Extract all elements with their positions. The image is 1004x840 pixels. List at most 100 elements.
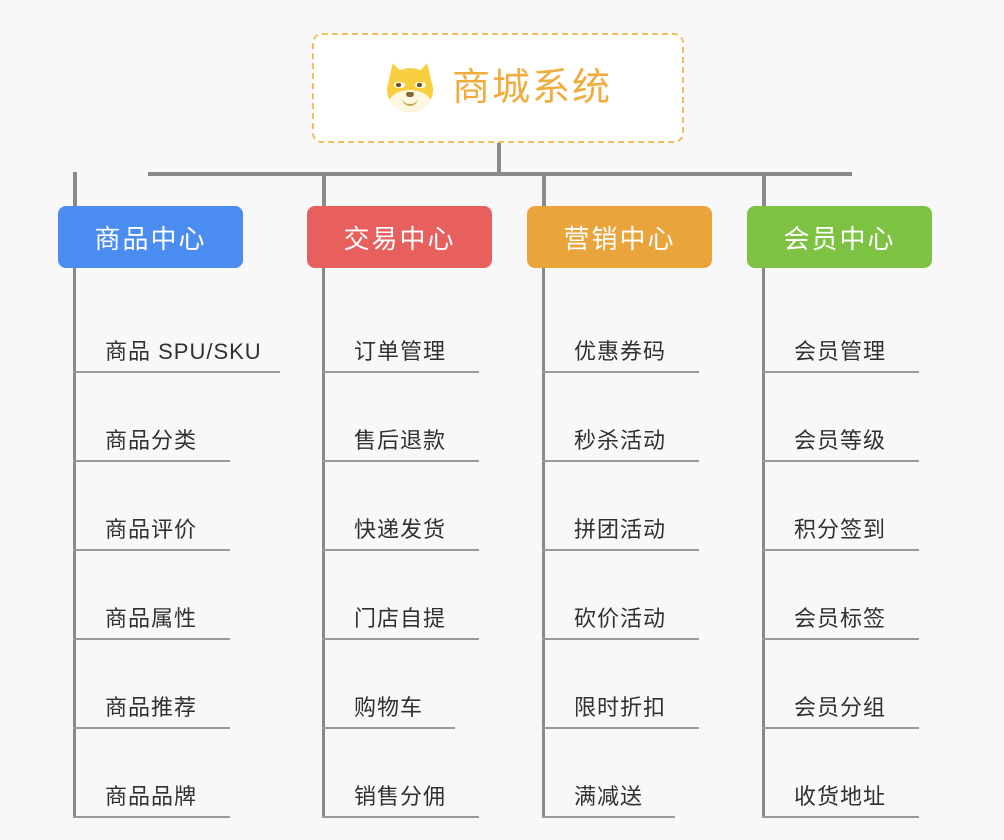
leaf-list-1: 商品 SPU/SKU 商品分类商品评价商品属性商品推荐商品品牌 — [73, 268, 280, 818]
leaf-item-underline — [322, 638, 479, 640]
branch-spine-4 — [762, 268, 765, 818]
leaf-item-label: 商品 SPU/SKU — [105, 339, 262, 364]
leaf-item[interactable]: 销售分佣 — [322, 729, 492, 818]
connector-drop-2 — [322, 172, 326, 206]
category-label-2: 交易中心 — [343, 223, 456, 254]
branch-spine-3 — [542, 268, 545, 818]
category-node-4[interactable]: 会员中心 — [747, 206, 932, 268]
leaf-item-underline — [542, 371, 699, 373]
connector-drop-1 — [73, 172, 77, 206]
leaf-item-label: 购物车 — [354, 695, 424, 720]
shiba-dog-icon — [384, 60, 436, 114]
leaf-item[interactable]: 商品属性 — [73, 551, 243, 640]
leaf-item-underline — [542, 816, 675, 818]
leaf-item-underline — [73, 371, 280, 373]
leaf-item-label: 限时折扣 — [574, 695, 667, 720]
category-label-3: 营销中心 — [563, 223, 676, 254]
category-label-1: 商品中心 — [94, 223, 207, 254]
leaf-item-label: 订单管理 — [354, 339, 447, 364]
leaf-list-4: 会员管理会员等级积分签到会员标签会员分组收货地址 — [762, 268, 932, 818]
leaf-item-label: 会员等级 — [794, 428, 887, 453]
leaf-item-underline — [762, 638, 919, 640]
leaf-item-label: 门店自提 — [354, 606, 447, 631]
leaf-item-underline — [73, 816, 230, 818]
leaf-item-underline — [73, 727, 230, 729]
leaf-item[interactable]: 售后退款 — [322, 373, 492, 462]
leaf-item-label: 商品属性 — [105, 606, 198, 631]
leaf-item-label: 会员标签 — [794, 606, 887, 631]
leaf-item-underline — [73, 460, 230, 462]
leaf-item-underline — [542, 460, 699, 462]
leaf-item-label: 销售分佣 — [354, 784, 447, 809]
leaf-item-label: 积分签到 — [794, 517, 887, 542]
leaf-item-label: 会员管理 — [794, 339, 887, 364]
leaf-item[interactable]: 限时折扣 — [542, 640, 712, 729]
leaf-item-label: 商品推荐 — [105, 695, 198, 720]
leaf-item-underline — [322, 460, 479, 462]
leaf-item-underline — [322, 727, 455, 729]
leaf-item[interactable]: 积分签到 — [762, 462, 932, 551]
leaf-item[interactable]: 砍价活动 — [542, 551, 712, 640]
leaf-item-underline — [762, 371, 919, 373]
leaf-item-underline — [542, 638, 699, 640]
leaf-item[interactable]: 商品品牌 — [73, 729, 243, 818]
leaf-item[interactable]: 门店自提 — [322, 551, 492, 640]
leaf-item-label: 收货地址 — [794, 784, 887, 809]
leaf-item-underline — [762, 549, 919, 551]
connector-drop-4 — [762, 172, 766, 206]
leaf-item-underline — [762, 460, 919, 462]
leaf-item-label: 商品评价 — [105, 517, 198, 542]
leaf-item-label: 拼团活动 — [574, 517, 667, 542]
leaf-item[interactable]: 商品评价 — [73, 462, 243, 551]
leaf-item[interactable]: 收货地址 — [762, 729, 932, 818]
leaf-item[interactable]: 快递发货 — [322, 462, 492, 551]
leaf-list-3: 优惠券码秒杀活动拼团活动砍价活动限时折扣满减送 — [542, 268, 712, 818]
leaf-item[interactable]: 秒杀活动 — [542, 373, 712, 462]
leaf-item-label: 会员分组 — [794, 695, 887, 720]
leaf-item[interactable]: 购物车 — [322, 640, 492, 729]
leaf-item[interactable]: 会员标签 — [762, 551, 932, 640]
leaf-item-underline — [73, 549, 230, 551]
root-node-title: 商城系统 — [451, 67, 612, 109]
leaf-item[interactable]: 会员管理 — [762, 284, 932, 373]
branch-column-4: 会员中心 会员管理会员等级积分签到会员标签会员分组收货地址 — [747, 206, 932, 818]
branch-column-2: 交易中心 订单管理售后退款快递发货门店自提购物车销售分佣 — [307, 206, 492, 818]
leaf-item-label: 秒杀活动 — [574, 428, 667, 453]
leaf-item[interactable]: 商品推荐 — [73, 640, 243, 729]
connector-horizontal-bus — [148, 172, 852, 176]
category-node-2[interactable]: 交易中心 — [307, 206, 492, 268]
category-label-4: 会员中心 — [783, 223, 896, 254]
leaf-item-underline — [542, 549, 699, 551]
leaf-item[interactable]: 满减送 — [542, 729, 712, 818]
leaf-item[interactable]: 优惠券码 — [542, 284, 712, 373]
leaf-item[interactable]: 订单管理 — [322, 284, 492, 373]
leaf-item[interactable]: 会员等级 — [762, 373, 932, 462]
connector-root-stem — [497, 143, 501, 175]
leaf-list-2: 订单管理售后退款快递发货门店自提购物车销售分佣 — [322, 268, 492, 818]
leaf-item-underline — [542, 727, 699, 729]
branch-column-3: 营销中心 优惠券码秒杀活动拼团活动砍价活动限时折扣满减送 — [527, 206, 712, 818]
leaf-item[interactable]: 商品分类 — [73, 373, 243, 462]
category-node-3[interactable]: 营销中心 — [527, 206, 712, 268]
connector-drop-3 — [542, 172, 546, 206]
leaf-item-underline — [762, 816, 919, 818]
branch-spine-1 — [73, 268, 76, 818]
root-node-shop-system[interactable]: 商城系统 — [312, 33, 684, 143]
leaf-item[interactable]: 商品 SPU/SKU — [73, 284, 280, 373]
leaf-item-underline — [322, 549, 479, 551]
leaf-item[interactable]: 会员分组 — [762, 640, 932, 729]
leaf-item-label: 优惠券码 — [574, 339, 667, 364]
leaf-item-label: 商品分类 — [105, 428, 198, 453]
leaf-item-underline — [322, 816, 479, 818]
category-node-1[interactable]: 商品中心 — [58, 206, 243, 268]
leaf-item[interactable]: 拼团活动 — [542, 462, 712, 551]
branch-spine-2 — [322, 268, 325, 818]
leaf-item-underline — [762, 727, 919, 729]
leaf-item-label: 商品品牌 — [105, 784, 198, 809]
leaf-item-label: 砍价活动 — [574, 606, 667, 631]
branch-column-1: 商品中心 商品 SPU/SKU 商品分类商品评价商品属性商品推荐商品品牌 — [58, 206, 280, 818]
leaf-item-label: 售后退款 — [354, 428, 447, 453]
leaf-item-underline — [322, 371, 479, 373]
leaf-item-label: 满减送 — [574, 784, 644, 809]
